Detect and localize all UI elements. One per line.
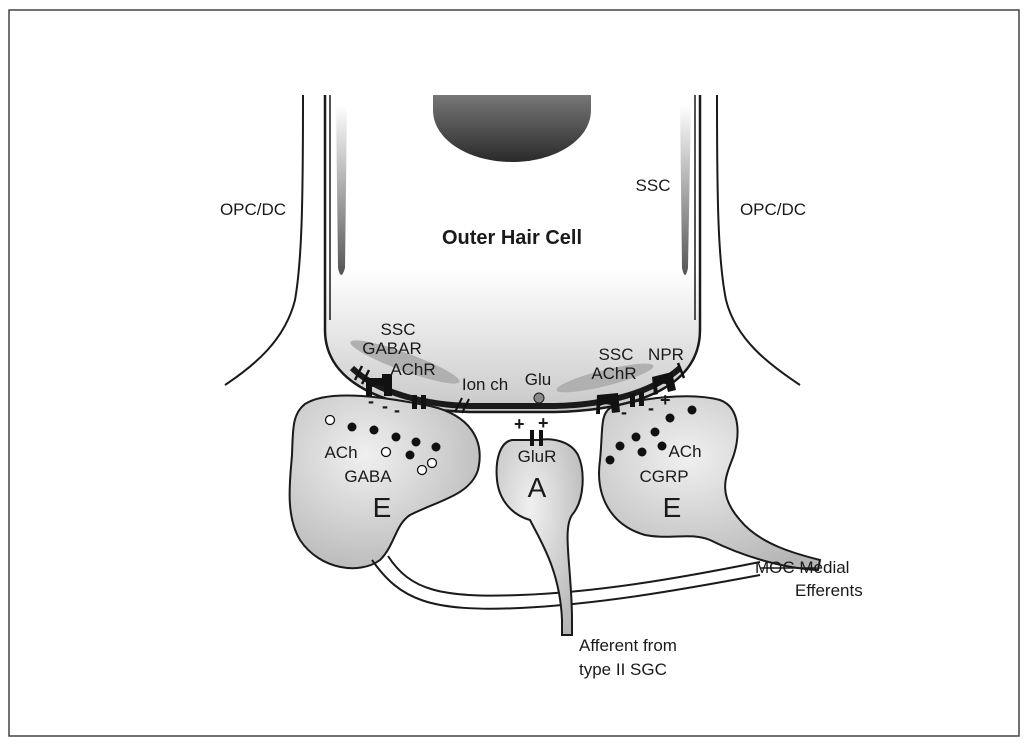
ach-vesicle xyxy=(348,423,357,432)
ach-vesicle xyxy=(406,451,415,460)
label-ach-left: ACh xyxy=(324,443,357,462)
label-ssc-left: SSC xyxy=(381,320,416,339)
label-ssc-top-right: SSC xyxy=(636,176,671,195)
label-moc-line1: MOC Medial xyxy=(755,558,849,577)
sign-minus-left-2: - xyxy=(382,396,388,416)
sign-minus-right-2: - xyxy=(648,398,654,418)
ach-vesicle xyxy=(638,448,647,457)
achr-left-bar-2 xyxy=(421,395,426,409)
ach-vesicle xyxy=(688,406,697,415)
ach-vesicle xyxy=(658,442,667,451)
label-afferent-line2: type II SGC xyxy=(579,660,667,679)
sign-minus-right-1: - xyxy=(621,402,627,422)
ach-vesicle xyxy=(616,442,625,451)
label-achr-right: AChR xyxy=(591,364,636,383)
label-achr-left: AChR xyxy=(390,360,435,379)
gaba-vesicle xyxy=(428,459,437,468)
ach-vesicle xyxy=(370,426,379,435)
sign-plus-center-2: + xyxy=(538,413,549,433)
ach-vesicle xyxy=(651,428,660,437)
label-ion-ch: Ion ch xyxy=(462,375,508,394)
achr-right-bar-1 xyxy=(630,393,635,407)
ach-vesicle xyxy=(412,438,421,447)
ach-vesicle xyxy=(666,414,675,423)
label-e-right: E xyxy=(663,492,682,523)
ach-vesicle xyxy=(606,456,615,465)
label-ssc-right: SSC xyxy=(599,345,634,364)
label-outer-hair-cell: Outer Hair Cell xyxy=(442,227,582,249)
sign-plus-right: + xyxy=(660,390,671,410)
label-opc-dc-right: OPC/DC xyxy=(740,200,806,219)
label-e-left: E xyxy=(373,492,392,523)
label-gabar: GABAR xyxy=(362,339,422,358)
gaba-vesicle xyxy=(326,416,335,425)
ach-vesicle xyxy=(632,433,641,442)
achr-right-bar-2 xyxy=(639,392,644,406)
sign-minus-left-3: - xyxy=(394,400,400,420)
glu-vesicle xyxy=(534,393,544,403)
label-a-afferent: A xyxy=(528,472,547,503)
label-moc-line2: Efferents xyxy=(795,581,863,600)
ach-vesicle xyxy=(432,443,441,452)
glur-bar-1 xyxy=(530,430,534,446)
label-npr: NPR xyxy=(648,345,684,364)
label-cgrp: CGRP xyxy=(639,467,688,486)
sign-plus-center-1: + xyxy=(514,414,525,434)
gaba-vesicle xyxy=(382,448,391,457)
achr-left-bar-1 xyxy=(412,395,417,409)
label-gaba: GABA xyxy=(344,467,392,486)
label-opc-dc-left: OPC/DC xyxy=(220,200,286,219)
label-ach-right: ACh xyxy=(668,442,701,461)
label-afferent-line1: Afferent from xyxy=(579,636,677,655)
label-glu: Glu xyxy=(525,370,551,389)
label-glur: GluR xyxy=(518,447,557,466)
sign-minus-left-1: - xyxy=(368,391,374,411)
ach-vesicle xyxy=(392,433,401,442)
gaba-vesicle xyxy=(418,466,427,475)
